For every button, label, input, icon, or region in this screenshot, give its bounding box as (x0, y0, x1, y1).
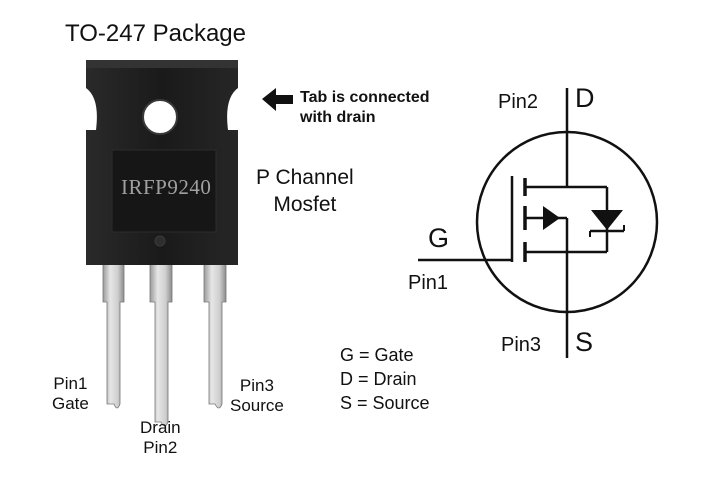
ejector-mark (154, 235, 166, 247)
lead-label-pin2-line2: Pin2 (143, 438, 178, 457)
mosfet-type-line2: Mosfet (273, 193, 337, 216)
tab-note-line2: with drain (300, 109, 376, 126)
part-number: IRFP9240 (121, 175, 212, 199)
symbol-source-letter: S (575, 327, 594, 357)
notch-left (86, 88, 97, 130)
lead-label-pin2: Drain Pin2 (140, 418, 181, 458)
tab-note: Tab is connected with drain (300, 88, 430, 128)
lead-label-pin1: Pin1 Gate (52, 374, 89, 414)
lead-pin1 (102, 261, 125, 409)
lead-pin2 (149, 261, 173, 427)
legend: G = Gate D = Drain S = Source (340, 343, 430, 415)
mounting-hole (142, 99, 178, 135)
legend-gate: G = Gate (340, 345, 414, 365)
symbol-drain-pin: Pin2 (498, 91, 539, 113)
lead-label-pin3-line1: Pin3 (239, 376, 274, 395)
symbol-gate-letter: G (428, 223, 450, 253)
package-title: TO-247 Package (65, 20, 246, 47)
tab-note-line1: Tab is connected (300, 89, 430, 106)
package-body (86, 60, 238, 265)
channel-arrow (543, 206, 560, 230)
lead-label-pin1-line2: Gate (52, 394, 89, 413)
legend-drain: D = Drain (340, 369, 417, 389)
symbol-gate-pin: Pin1 (408, 272, 449, 294)
notch-right (227, 88, 238, 130)
body-diode (591, 210, 623, 230)
lead-label-pin3-line2: Source (230, 396, 284, 415)
mosfet-symbol (418, 88, 659, 358)
mosfet-type: P Channel Mosfet (256, 164, 354, 218)
symbol-drain-letter: D (575, 83, 595, 113)
lead-label-pin1-line1: Pin1 (53, 374, 88, 393)
tab-arrow (262, 88, 293, 111)
mosfet-type-line1: P Channel (256, 166, 354, 189)
body-label-area (111, 149, 217, 233)
legend-source: S = Source (340, 393, 430, 413)
lead-label-pin2-line1: Drain (140, 418, 181, 437)
lead-pin3 (203, 261, 227, 409)
lead-label-pin3: Pin3 Source (230, 376, 284, 416)
package-leads (102, 261, 227, 427)
symbol-source-pin: Pin3 (501, 334, 542, 356)
